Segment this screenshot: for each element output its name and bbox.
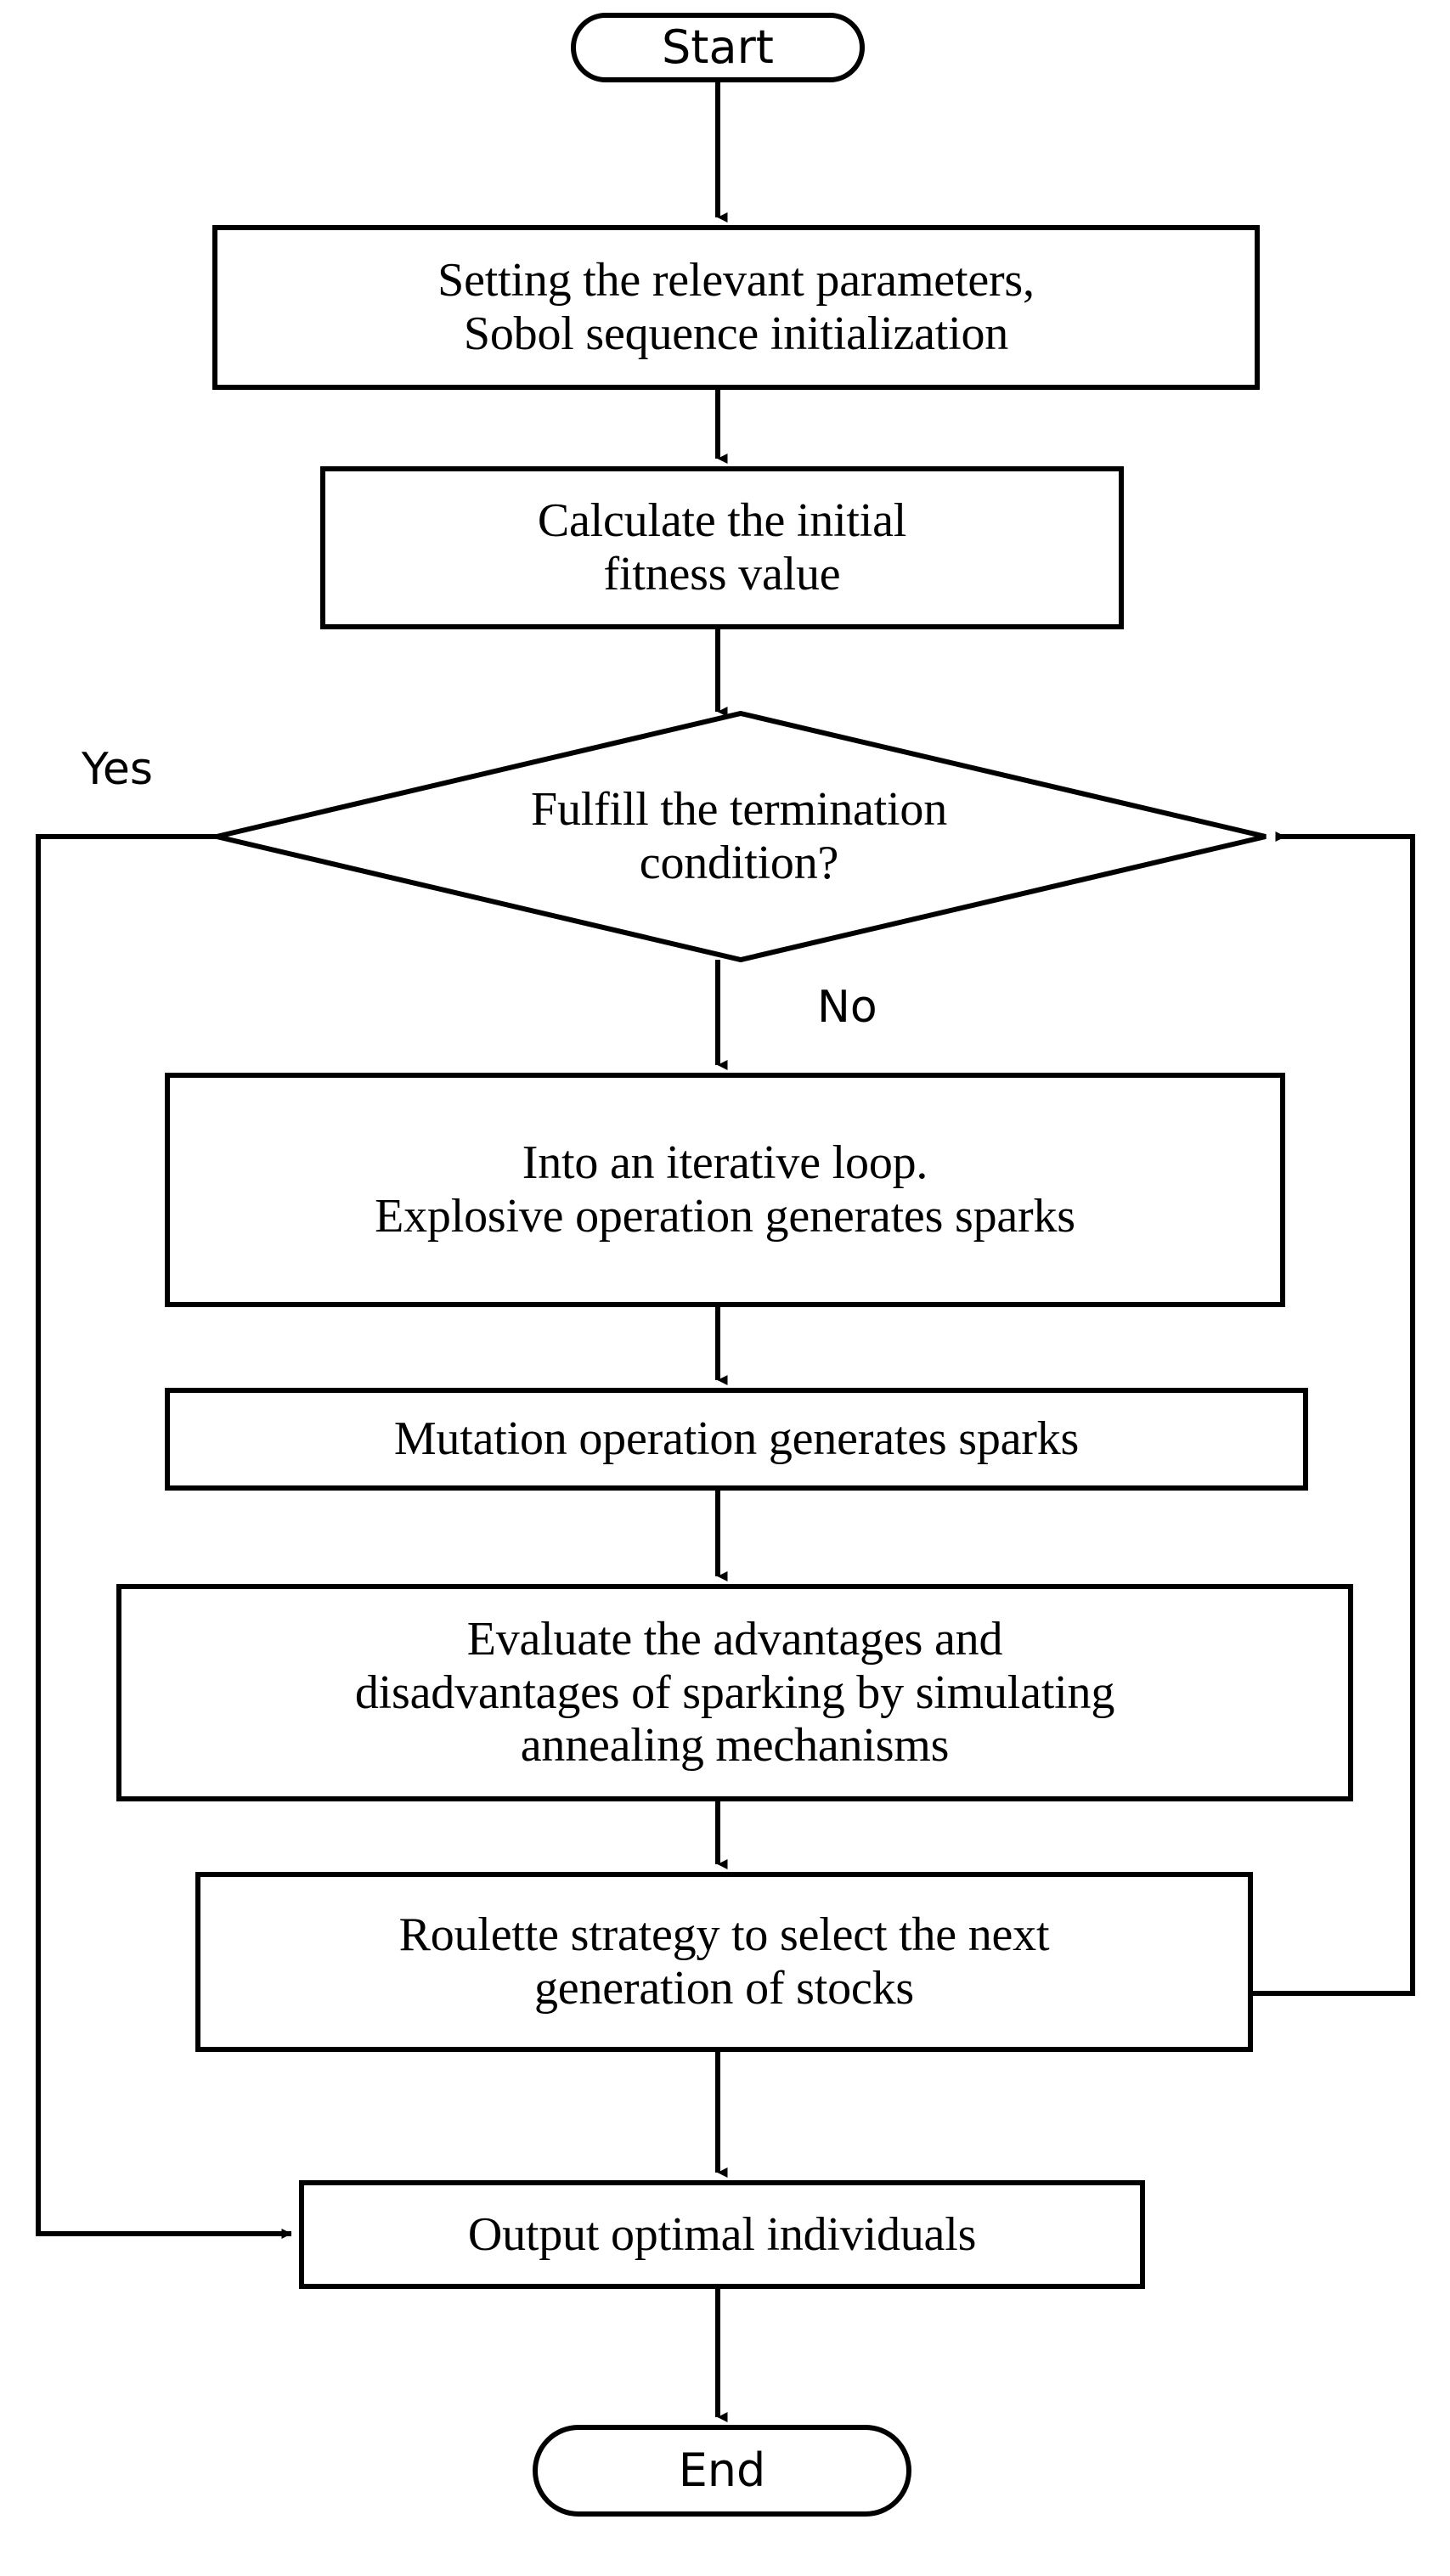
node-mutation-shape: [165, 1388, 1308, 1491]
node-init-shape: [212, 225, 1260, 390]
node-evaluate-shape: [116, 1584, 1353, 1801]
node-start-shape: [571, 13, 865, 82]
node-end-shape: [533, 2425, 911, 2517]
node-decision-shape: [216, 710, 1267, 963]
edge-roulette-feedback-to-decision: [1250, 831, 1415, 1996]
node-roulette-shape: [195, 1872, 1253, 2052]
node-explode-shape: [165, 1073, 1285, 1307]
edge-label-no: No: [817, 982, 877, 1033]
edge-label-yes: Yes: [82, 744, 153, 795]
edge-decision-yes-to-output: [36, 834, 292, 2239]
node-output-shape: [299, 2180, 1145, 2289]
node-fitness-shape: [320, 466, 1124, 629]
